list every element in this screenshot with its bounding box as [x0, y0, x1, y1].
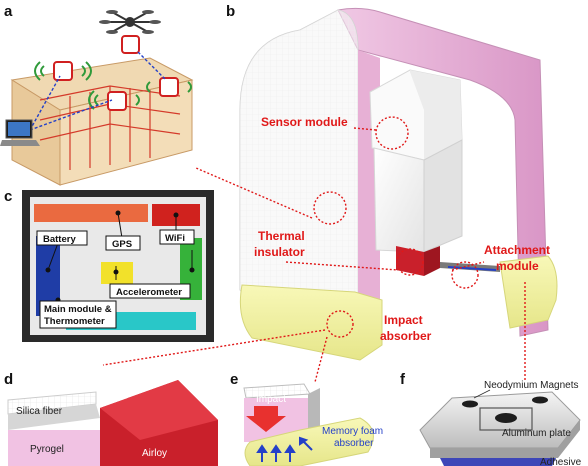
sensor-node	[160, 78, 178, 96]
silica-fiber-shell-tint	[240, 10, 358, 325]
sensor-block-side	[424, 140, 462, 252]
gps-board	[34, 204, 148, 222]
wifi-label: WiFi	[165, 233, 185, 244]
main-module-label-line1: Main module &	[44, 304, 112, 315]
sensor-node	[54, 62, 72, 80]
panel-label-a: a	[4, 3, 13, 20]
callout-attachment-line2: module	[496, 259, 539, 273]
aluminum-plate-label: Aluminum plate	[502, 428, 571, 439]
airloy-label: Airloy	[142, 448, 167, 459]
panel-label-f: f	[400, 371, 406, 388]
drone-icon	[99, 10, 161, 53]
adhesive-layer	[440, 458, 556, 466]
callout-thermal-insulator-line2: insulator	[254, 245, 305, 259]
panel-c: c Battery GPS WiFi Acceler	[4, 188, 214, 342]
callout-thermal-insulator-line1: Thermal	[258, 229, 305, 243]
adhesive-label: Adhesive	[540, 457, 582, 466]
main-module-label-line2: Thermometer	[44, 316, 105, 327]
panel-label-b: b	[226, 3, 235, 20]
callout-impact-line1: Impact	[384, 313, 423, 327]
pyrogel-label: Pyrogel	[30, 444, 64, 455]
panel-label-d: d	[4, 371, 13, 388]
callout-impact-line2: absorber	[380, 329, 432, 343]
memory-foam-label-line2: absorber	[334, 438, 374, 449]
neodymium-label: Neodymium Magnets	[484, 380, 578, 391]
panel-d: d Silica fiber Pyrogel Airloy	[4, 371, 218, 466]
gps-label: GPS	[112, 239, 132, 250]
battery-label: Battery	[43, 234, 76, 245]
callout-attachment-line1: Attachment	[484, 243, 550, 257]
panel-label-e: e	[230, 371, 238, 388]
memory-foam-label-line1: Memory foam	[322, 426, 383, 437]
silica-fiber-label: Silica fiber	[16, 406, 63, 417]
impact-label: Impact	[256, 394, 286, 405]
panel-a: a	[0, 3, 192, 185]
sensor-block-body	[374, 148, 424, 252]
impact-absorber-left	[240, 285, 382, 360]
panel-label-c: c	[4, 188, 12, 205]
panel-e: e Impact Memory foam absorber	[230, 371, 383, 466]
accelerometer-label: Accelerometer	[116, 287, 182, 298]
callout-sensor-module: Sensor module	[261, 115, 348, 129]
panel-f: f Neodymium Magnets Aluminum plate Adhes…	[400, 371, 582, 466]
